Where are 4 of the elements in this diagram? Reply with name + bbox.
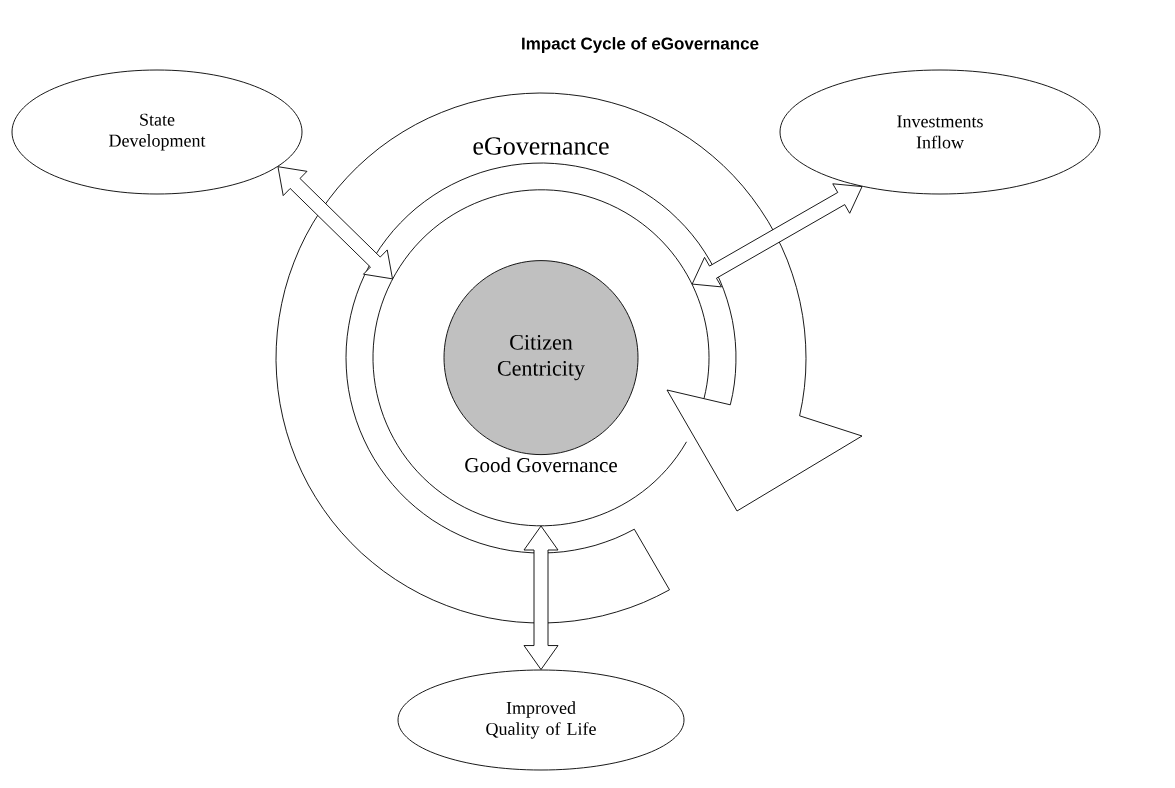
double-arrow xyxy=(277,166,393,280)
double-arrow xyxy=(523,525,559,670)
title: Impact Cycle of eGovernance xyxy=(522,37,759,53)
double-arrow xyxy=(691,183,863,288)
